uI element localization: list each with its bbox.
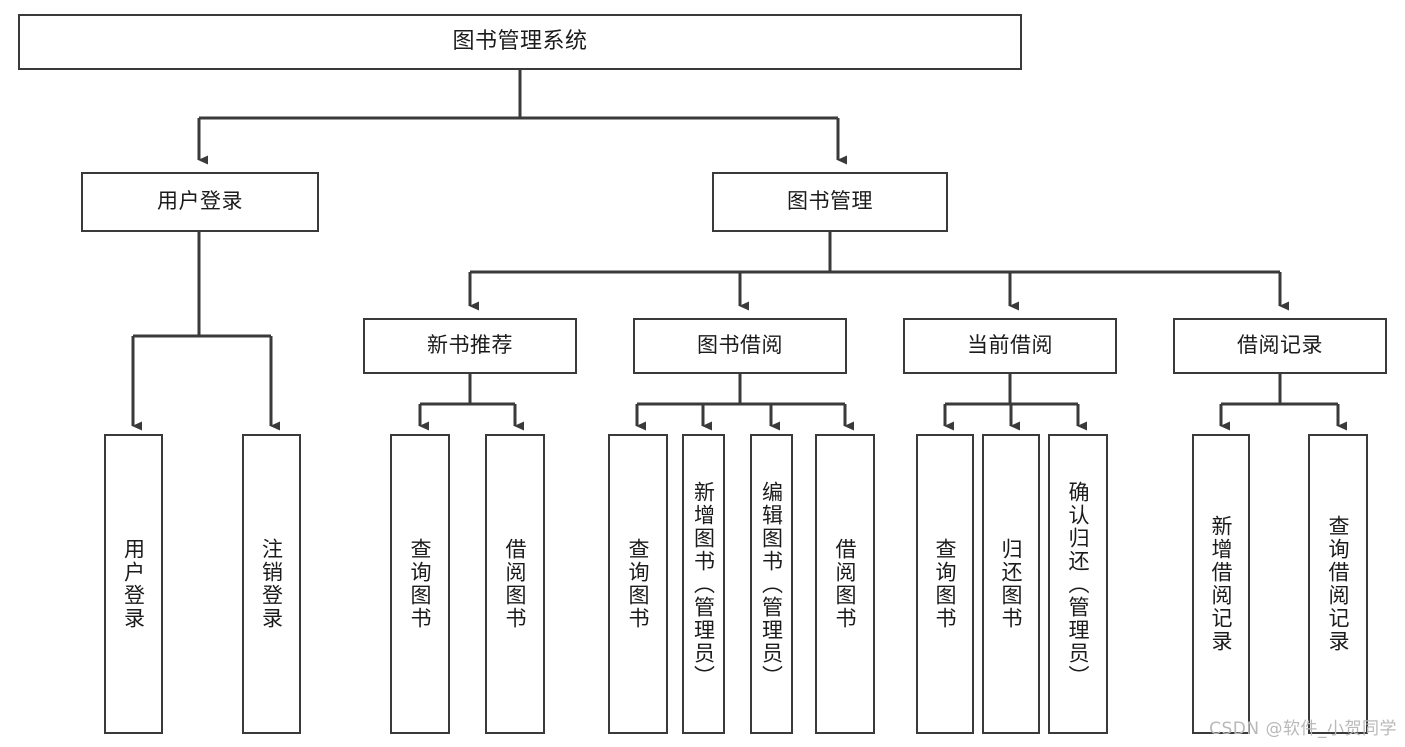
node-label: 用户登录: [121, 538, 146, 630]
node-label: 图书借阅: [697, 333, 783, 358]
node-label: 借阅图书: [833, 538, 858, 630]
node-user-login[interactable]: 用户登录: [81, 172, 319, 232]
node-label: 查询借阅记录: [1326, 515, 1351, 653]
node-label: 借阅图书: [503, 538, 528, 630]
node-leaf-add-book-admin[interactable]: 新增图书（管理员）: [682, 434, 725, 734]
node-label: 新增图书（管理员）: [691, 480, 716, 688]
node-label: 编辑图书（管理员）: [759, 480, 784, 688]
node-current-borrow[interactable]: 当前借阅: [903, 318, 1117, 374]
node-label: 图书管理: [787, 189, 873, 214]
node-leaf-query-book-recommend[interactable]: 查询图书: [390, 434, 450, 734]
node-borrow-record[interactable]: 借阅记录: [1173, 318, 1387, 374]
node-root-system[interactable]: 图书管理系统: [18, 14, 1022, 70]
node-leaf-borrow-book-recommend[interactable]: 借阅图书: [485, 434, 545, 734]
node-label: 当前借阅: [967, 333, 1053, 358]
node-label: 注销登录: [259, 538, 284, 630]
node-leaf-query-book-current[interactable]: 查询图书: [916, 434, 974, 734]
node-label: 查询图书: [626, 538, 651, 630]
node-leaf-borrow-book[interactable]: 借阅图书: [815, 434, 875, 734]
node-leaf-edit-book-admin[interactable]: 编辑图书（管理员）: [750, 434, 793, 734]
node-label: 确认归还（管理员）: [1066, 480, 1091, 688]
node-leaf-return-book[interactable]: 归还图书: [982, 434, 1040, 734]
node-new-book-recommend[interactable]: 新书推荐: [363, 318, 577, 374]
node-leaf-add-borrow-record[interactable]: 新增借阅记录: [1192, 434, 1250, 734]
node-label: 查询图书: [408, 538, 433, 630]
node-book-management[interactable]: 图书管理: [712, 172, 948, 232]
node-label: 归还图书: [999, 538, 1024, 630]
node-leaf-query-book-borrow[interactable]: 查询图书: [608, 434, 668, 734]
node-leaf-query-borrow-record[interactable]: 查询借阅记录: [1308, 434, 1368, 734]
node-label: 借阅记录: [1237, 333, 1323, 358]
node-leaf-logout[interactable]: 注销登录: [242, 434, 301, 734]
node-label: 查询图书: [933, 538, 958, 630]
node-book-borrow[interactable]: 图书借阅: [633, 318, 847, 374]
node-label: 新书推荐: [427, 333, 513, 358]
node-label: 图书管理系统: [452, 28, 588, 54]
node-label: 用户登录: [157, 189, 243, 214]
node-label: 新增借阅记录: [1209, 515, 1234, 653]
node-leaf-user-login[interactable]: 用户登录: [104, 434, 163, 734]
watermark-text: CSDN @软件_小贺同学: [1209, 719, 1397, 739]
node-leaf-confirm-return-admin[interactable]: 确认归还（管理员）: [1048, 434, 1108, 734]
